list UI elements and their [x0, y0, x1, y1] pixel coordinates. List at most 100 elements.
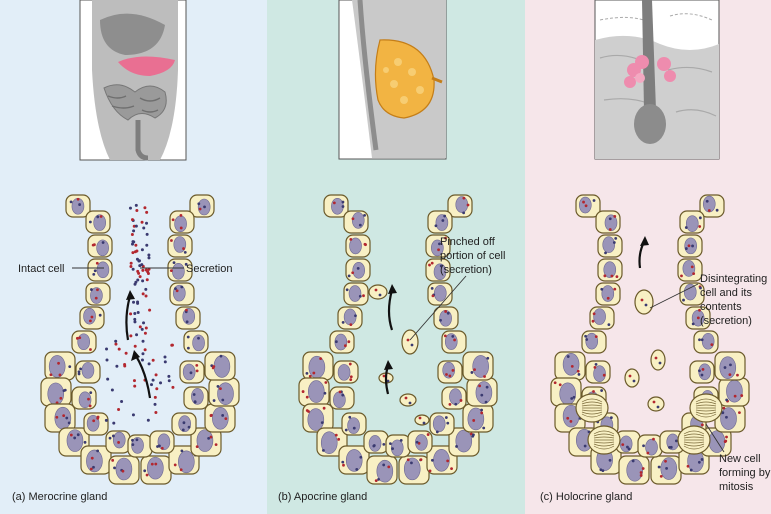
secretory-granule	[724, 366, 727, 369]
secretory-granule	[664, 460, 667, 463]
lumen-secretion-dot	[145, 326, 148, 329]
secretory-granule	[349, 323, 352, 326]
secretory-granule	[341, 461, 344, 464]
secretory-granule	[604, 251, 607, 254]
secretory-granule	[600, 389, 603, 392]
secretory-granule	[210, 414, 213, 417]
secretory-granule	[692, 272, 695, 275]
cell-nucleus	[113, 432, 125, 448]
secretory-granule	[614, 237, 617, 240]
cell-nucleus	[456, 430, 472, 452]
secretory-granule	[600, 288, 603, 291]
lumen-secretion-dot	[168, 379, 171, 382]
lumen-secretion-dot	[112, 422, 115, 425]
gland-cell	[344, 283, 368, 305]
secretory-granule	[302, 390, 305, 393]
lumen-secretion-dot	[167, 375, 170, 378]
fragment-granule	[419, 417, 422, 420]
gland-cell	[205, 404, 235, 432]
secretion-fragment	[651, 350, 665, 370]
secretory-granule	[174, 464, 177, 467]
secretory-granule	[96, 449, 99, 452]
gland-cell	[346, 235, 370, 257]
lumen-secretion-dot	[147, 256, 150, 259]
secretory-granule	[445, 373, 448, 376]
secretory-granule	[454, 403, 457, 406]
secretory-granule	[688, 244, 691, 247]
secretory-granule	[170, 239, 173, 242]
gland-cell	[84, 413, 108, 435]
secretory-granule	[342, 464, 345, 467]
secretory-granule	[646, 452, 649, 455]
gland-cell	[442, 331, 466, 353]
secretory-granule	[92, 466, 95, 469]
lumen-secretion-dot	[145, 211, 148, 214]
secretory-granule	[65, 417, 68, 420]
secretory-granule	[62, 414, 65, 417]
gland-cell	[66, 195, 90, 217]
secretory-granule	[348, 274, 351, 277]
lumen-secretion-dot	[152, 379, 155, 382]
gland-cell	[338, 307, 362, 329]
cell-nucleus	[627, 459, 643, 481]
fragment-granule	[407, 339, 410, 342]
gland-cell	[678, 259, 702, 281]
disintegrating-line-2: cell and its	[700, 287, 752, 299]
secretory-granule	[373, 444, 376, 447]
secretory-granule	[473, 368, 476, 371]
cell-nucleus	[445, 334, 457, 350]
lumen-secretion-dot	[120, 400, 123, 403]
gland-cell	[88, 235, 112, 257]
cell-nucleus	[661, 458, 677, 480]
secretory-granule	[389, 442, 392, 445]
lumen-secretion-dot	[145, 268, 148, 271]
lumen-secretion-dot	[148, 362, 151, 365]
secretory-granule	[382, 464, 385, 467]
gland-cell	[399, 456, 429, 484]
gland-cell	[428, 283, 452, 305]
gland-cell	[428, 211, 452, 233]
cell-nucleus	[346, 449, 362, 471]
secretory-granule	[698, 225, 701, 228]
secretory-granule	[212, 367, 215, 370]
secretory-granule	[736, 374, 739, 377]
cell-nucleus	[158, 434, 170, 450]
gland-cell	[715, 352, 745, 380]
secretory-granule	[173, 261, 176, 264]
secretory-granule	[467, 204, 470, 207]
secretory-granule	[485, 401, 488, 404]
secretory-granule	[219, 387, 222, 390]
secretory-granule	[96, 215, 99, 218]
secretory-granule	[344, 344, 347, 347]
secretory-granule	[701, 374, 704, 377]
secretory-granule	[77, 433, 80, 436]
secretory-granule	[460, 399, 463, 402]
secretory-granule	[89, 391, 92, 394]
secretory-granule	[439, 319, 442, 322]
secretory-granule	[728, 373, 731, 376]
secretory-granule	[626, 446, 629, 449]
secretory-granule	[729, 363, 732, 366]
secretory-granule	[446, 422, 449, 425]
gland-cell	[184, 387, 208, 409]
secretory-granule	[441, 219, 444, 222]
secretory-granule	[462, 197, 465, 200]
gland-cell	[582, 331, 606, 353]
secretory-granule	[94, 269, 97, 272]
lumen-secretion-dot	[146, 233, 149, 236]
gland-cell	[442, 387, 466, 409]
secretory-granule	[567, 355, 570, 358]
lumen-secretion-dot	[171, 386, 174, 389]
gland-cell	[386, 435, 410, 457]
secretory-granule	[486, 386, 489, 389]
secretory-granule	[183, 421, 186, 424]
lumen-secretion-dot	[133, 385, 136, 388]
secretory-granule	[603, 374, 606, 377]
secretory-granule	[738, 411, 741, 414]
lumen-secretion-dot	[155, 387, 158, 390]
secretion-fragment	[369, 285, 387, 299]
secretory-granule	[180, 214, 183, 217]
secretory-granule	[154, 463, 157, 466]
secretory-granule	[585, 204, 588, 207]
lumen-secretion-dot	[135, 204, 138, 207]
